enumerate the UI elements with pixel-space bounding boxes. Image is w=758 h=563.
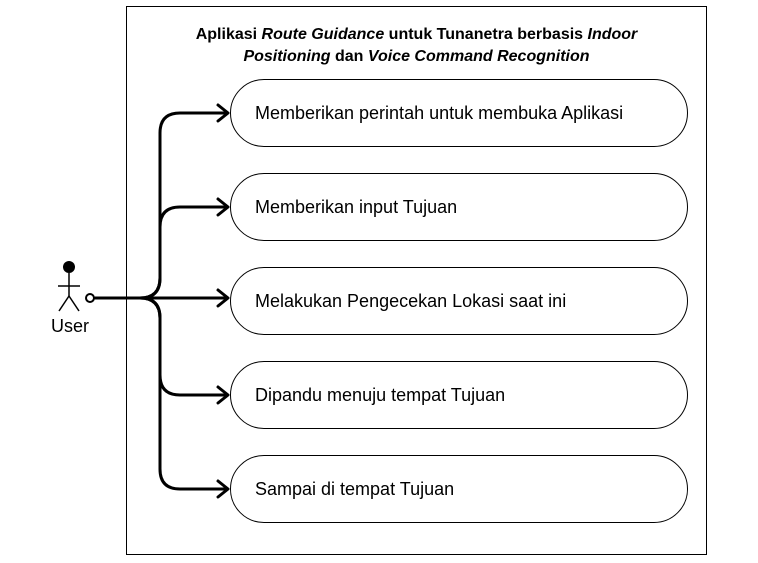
actor-label: User xyxy=(50,316,89,336)
title-part: untuk Tunanetra berbasis xyxy=(384,26,588,43)
connector-usecase-5 xyxy=(94,296,228,491)
arrowhead-3 xyxy=(216,288,230,308)
usecase-label: Dipandu menuju tempat Tujuan xyxy=(255,384,506,405)
usecase-label: Memberikan perintah untuk membuka Aplika… xyxy=(255,102,624,123)
title-part: Aplikasi xyxy=(195,26,262,43)
title-part: Voice Command Recognition xyxy=(367,48,590,65)
system-title: Aplikasi Route Guidance untuk Tunanetra … xyxy=(126,24,707,68)
usecase-label: Melakukan Pengecekan Lokasi saat ini xyxy=(255,290,567,311)
usecase-guided-to-destination: Dipandu menuju tempat Tujuan xyxy=(230,361,688,429)
arrowhead-5 xyxy=(216,479,230,499)
title-part: dan xyxy=(330,48,368,65)
usecase-label: Memberikan input Tujuan xyxy=(255,196,458,217)
usecase-arrive-destination: Sampai di tempat Tujuan xyxy=(230,455,688,523)
usecase-check-location: Melakukan Pengecekan Lokasi saat ini xyxy=(230,267,688,335)
system-boundary xyxy=(126,6,707,555)
title-part: Positioning xyxy=(243,48,331,65)
stick-figure-icon xyxy=(58,261,80,312)
title-part: Route Guidance xyxy=(261,26,385,43)
arrowhead-2 xyxy=(216,197,230,217)
arrowhead-1 xyxy=(216,103,230,123)
usecase-open-app: Memberikan perintah untuk membuka Aplika… xyxy=(230,79,688,147)
usecase-label: Sampai di tempat Tujuan xyxy=(255,478,455,499)
arrowhead-4 xyxy=(216,385,230,405)
usecase-input-destination: Memberikan input Tujuan xyxy=(230,173,688,241)
connector-usecase-2 xyxy=(94,205,228,300)
connector-origin-dot xyxy=(85,293,95,303)
title-part: Indoor xyxy=(587,26,638,43)
